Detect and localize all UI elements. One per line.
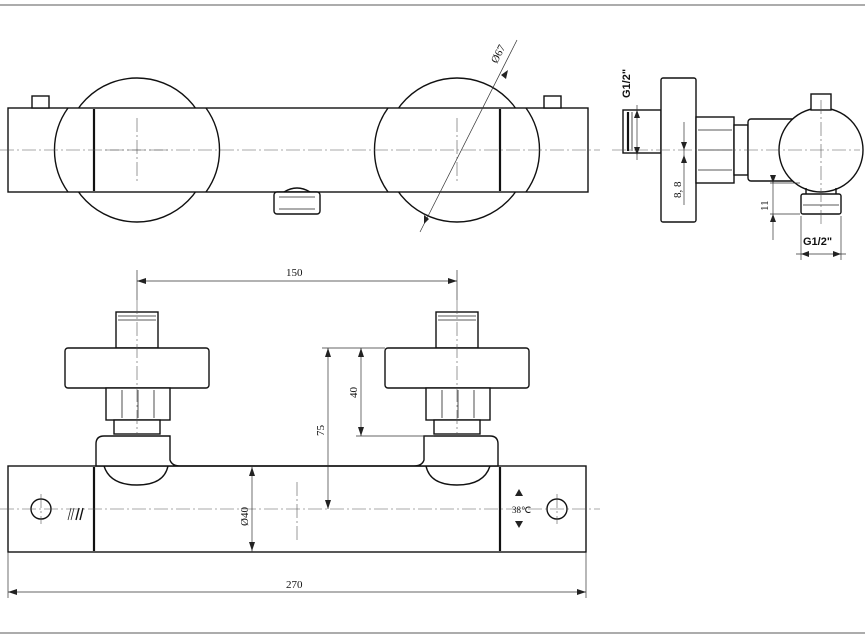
thread-bottom-label: G1/2" — [803, 236, 832, 248]
thread-top-label: G1/2" — [621, 69, 633, 98]
height-40-label: 40 — [348, 387, 360, 399]
side-view: G1/2" 8, 8 11 G1/2" — [612, 69, 864, 260]
spacing-150-label: 150 — [286, 267, 303, 279]
front-right-elbow — [413, 435, 499, 467]
temperature-label: 38℃ — [512, 505, 531, 515]
diameter-40-label: Ø40 — [239, 507, 251, 526]
diameter-67-line — [419, 39, 518, 233]
front-view: 150 — [0, 267, 600, 598]
top-view: Ø67 — [0, 39, 600, 233]
top-spout — [273, 191, 321, 215]
temp-down-icon — [515, 521, 523, 528]
height-75-label: 75 — [315, 425, 327, 437]
length-270-label: 270 — [286, 579, 303, 591]
flow-mark-icon — [67, 507, 84, 521]
depth-8-8-label: 8, 8 — [672, 181, 684, 198]
offset-11-label: 11 — [759, 200, 771, 211]
top-right-nub — [543, 95, 562, 109]
front-left-elbow — [95, 435, 181, 467]
temp-up-icon — [515, 489, 523, 496]
top-left-nub — [31, 95, 50, 109]
